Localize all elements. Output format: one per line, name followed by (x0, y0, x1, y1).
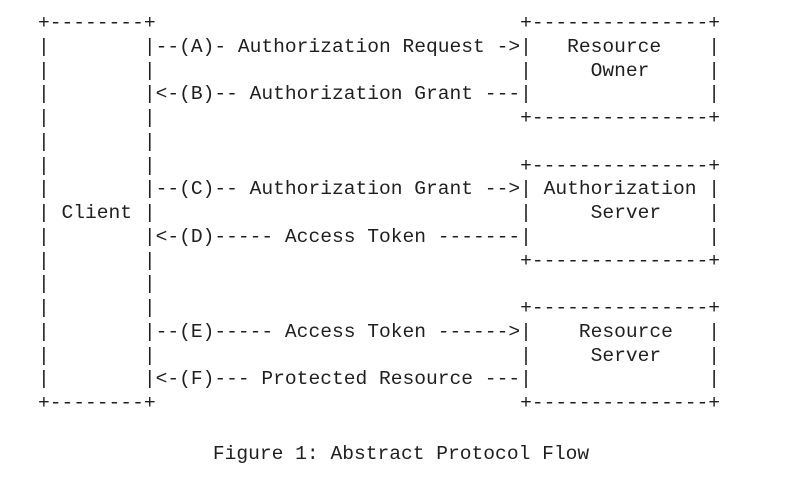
protocol-flow-diagram: +--------+ +---------------+| |--(A)- Au… (38, 12, 720, 416)
diagram-line-access-token-d: | |<-(D)----- Access Token -------| | (38, 225, 720, 248)
figure-caption: Figure 1: Abstract Protocol Flow (212, 443, 590, 465)
diagram-line-resource-owner-bottom-border: | | +---------------+ (38, 107, 720, 129)
diagram-line-authorization-grant-c: | |--(C)-- Authorization Grant -->| Auth… (38, 178, 720, 201)
diagram-line-client-label: | Client | | Server | (38, 202, 720, 224)
diagram-line-authorization-request: | |--(A)- Authorization Request ->| Reso… (38, 35, 720, 58)
diagram-line-resource-server-label: | | | Server | (38, 344, 720, 367)
diagram-line-spacer-2: | | (38, 273, 156, 296)
diagram-line-protected-resource-f: | |<-(F)--- Protected Resource ---| | (38, 368, 720, 391)
diagram-line-access-token-e: | |--(E)----- Access Token ------>| Reso… (38, 320, 720, 343)
diagram-line-resource-owner-label: | | | Owner | (38, 59, 720, 82)
diagram-line-authorization-server-bottom-border: | | +---------------+ (38, 249, 720, 272)
diagram-line-authorization-grant-b: | |<-(B)-- Authorization Grant ---| | (38, 83, 720, 106)
diagram-line-authorization-server-top-border: | | +---------------+ (38, 154, 720, 177)
diagram-line-client-top-border: +--------+ +---------------+ (38, 12, 720, 34)
diagram-line-spacer-1: | | (38, 130, 156, 153)
diagram-line-bottom-border: +--------+ +---------------+ (38, 392, 720, 414)
diagram-line-resource-server-top-border: | | +---------------+ (38, 297, 720, 319)
